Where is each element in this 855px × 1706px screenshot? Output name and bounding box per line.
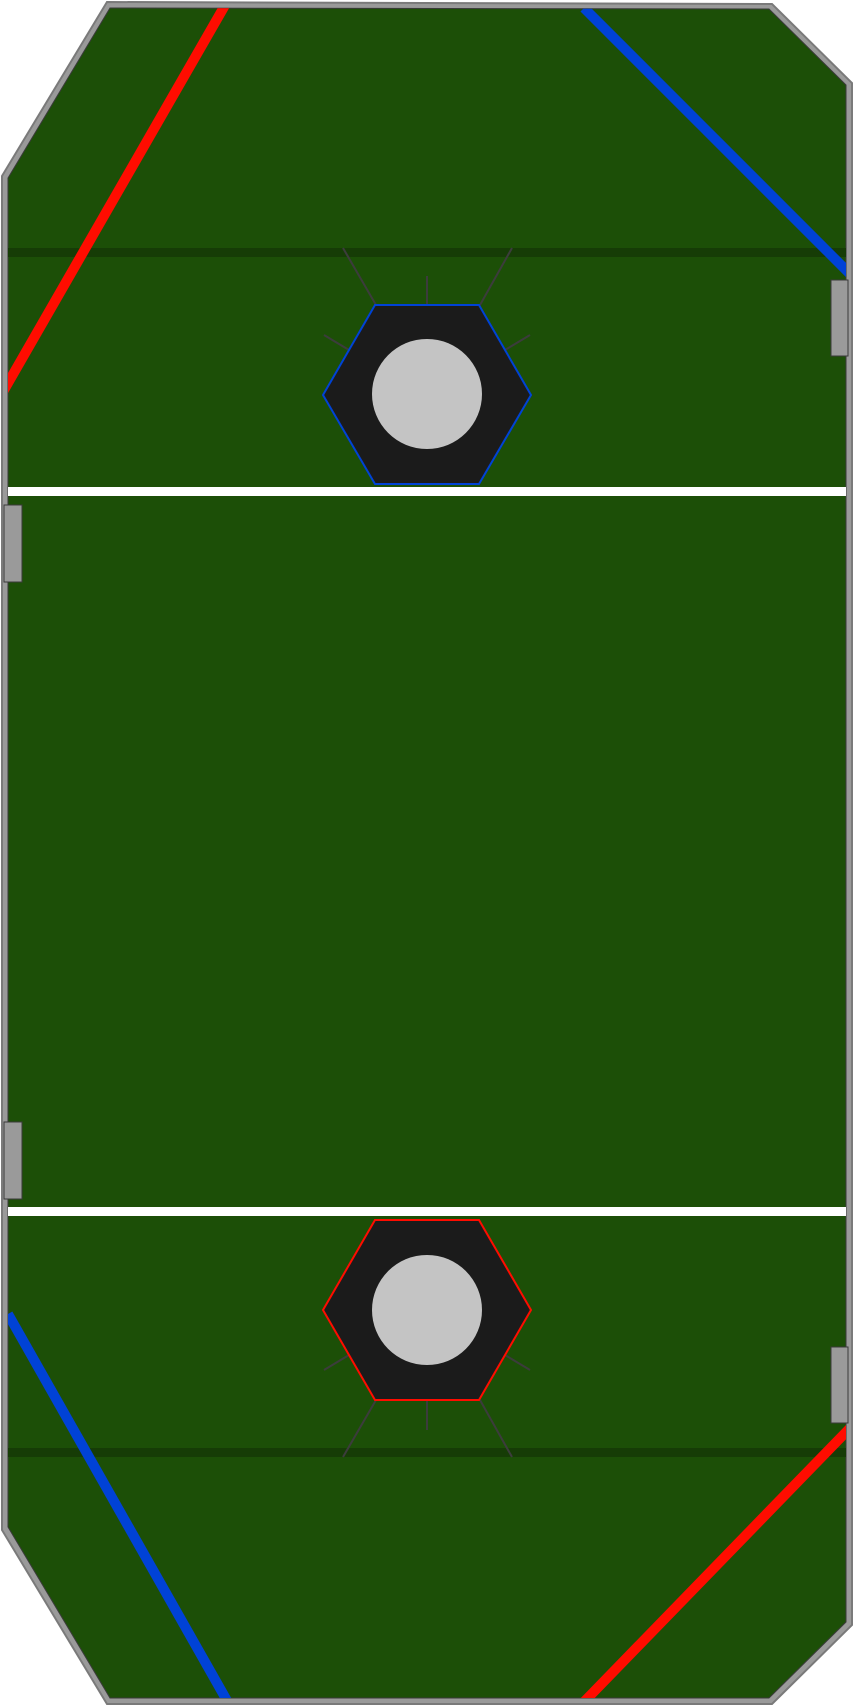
red-alliance-hub[interactable] [321, 1219, 533, 1458]
dark-band-top [8, 248, 846, 257]
blue-hub-spokes [323, 247, 531, 351]
blue-line-bottom-left [8, 1311, 235, 1698]
field-turf [7, 7, 847, 1699]
white-tape-line-top [8, 487, 846, 496]
door-left-lower[interactable] [3, 1121, 23, 1200]
white-tape-line-bottom [8, 1207, 846, 1216]
red-hub-center-opening[interactable] [372, 1255, 482, 1365]
door-left-upper[interactable] [3, 504, 23, 583]
red-hub-spokes [323, 1354, 531, 1458]
dark-band-bottom [8, 1448, 846, 1457]
blue-line-top-right [580, 8, 846, 278]
door-right-bottom[interactable] [830, 1346, 849, 1424]
blue-hub-center-opening[interactable] [372, 339, 482, 449]
red-line-bottom-right [576, 1424, 846, 1698]
blue-alliance-hub[interactable] [321, 247, 533, 485]
door-right-top[interactable] [830, 279, 849, 357]
red-line-top-left [8, 8, 233, 400]
